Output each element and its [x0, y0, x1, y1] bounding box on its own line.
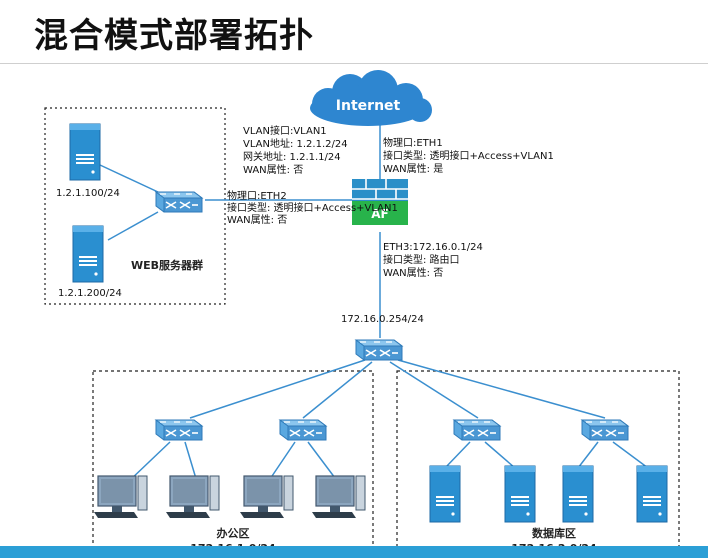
office-zone-label: 办公区 [217, 526, 250, 540]
web-server-2-ip: 1.2.1.200/24 [58, 288, 122, 299]
core-switch-ip: 172.16.0.254/24 [341, 314, 424, 325]
title-divider [0, 63, 708, 64]
web-group-label: WEB服务器群 [131, 258, 203, 272]
db-zone-box [396, 370, 680, 558]
web-server-1 [69, 123, 101, 181]
bottom-accent-bar [0, 546, 708, 558]
office-switch-1 [155, 419, 203, 441]
eth2-line-3: WAN属性: 否 [227, 213, 287, 226]
internet-cloud: Internet [310, 70, 432, 126]
eth3-line-2: 接口类型: 路由口 [383, 253, 460, 266]
office-pc-2 [165, 475, 220, 519]
db-switch-1 [453, 419, 501, 441]
office-pc-3 [239, 475, 294, 519]
db-server-4 [636, 465, 668, 523]
web-switch [155, 191, 203, 213]
eth2-line-2: 接口类型: 透明接口+Access+VLAN1 [227, 201, 398, 214]
eth3-line-3: WAN属性: 否 [383, 266, 443, 279]
office-pc-4 [311, 475, 366, 519]
firewall-af: AF [352, 179, 408, 225]
office-switch-2 [279, 419, 327, 441]
db-server-2 [504, 465, 536, 523]
eth2-line-1: 物理口:ETH2 [227, 189, 287, 202]
vlan-line-4: WAN属性: 否 [243, 163, 303, 176]
vlan-line-3: 网关地址: 1.2.1.1/24 [243, 150, 341, 163]
eth1-line-2: 接口类型: 透明接口+Access+VLAN1 [383, 149, 554, 162]
internet-label: Internet [336, 98, 401, 114]
db-zone-label: 数据库区 [532, 526, 576, 540]
office-pc-1 [93, 475, 148, 519]
eth1-line-1: 物理口:ETH1 [383, 136, 443, 149]
core-switch [355, 339, 403, 361]
eth3-line-1: ETH3:172.16.0.1/24 [383, 242, 483, 253]
db-server-1 [429, 465, 461, 523]
web-zone-box [44, 107, 226, 305]
office-zone-box [92, 370, 374, 558]
links [99, 118, 649, 483]
eth1-line-3: WAN属性: 是 [383, 162, 443, 175]
web-server-2 [72, 225, 104, 283]
page-title: 混合模式部署拓扑 [34, 16, 314, 56]
vlan-line-1: VLAN接口:VLAN1 [243, 124, 327, 137]
firewall-label: AF [371, 207, 388, 221]
web-server-1-ip: 1.2.1.100/24 [56, 188, 120, 199]
db-switch-2 [581, 419, 629, 441]
db-server-3 [562, 465, 594, 523]
vlan-line-2: VLAN地址: 1.2.1.2/24 [243, 137, 348, 150]
